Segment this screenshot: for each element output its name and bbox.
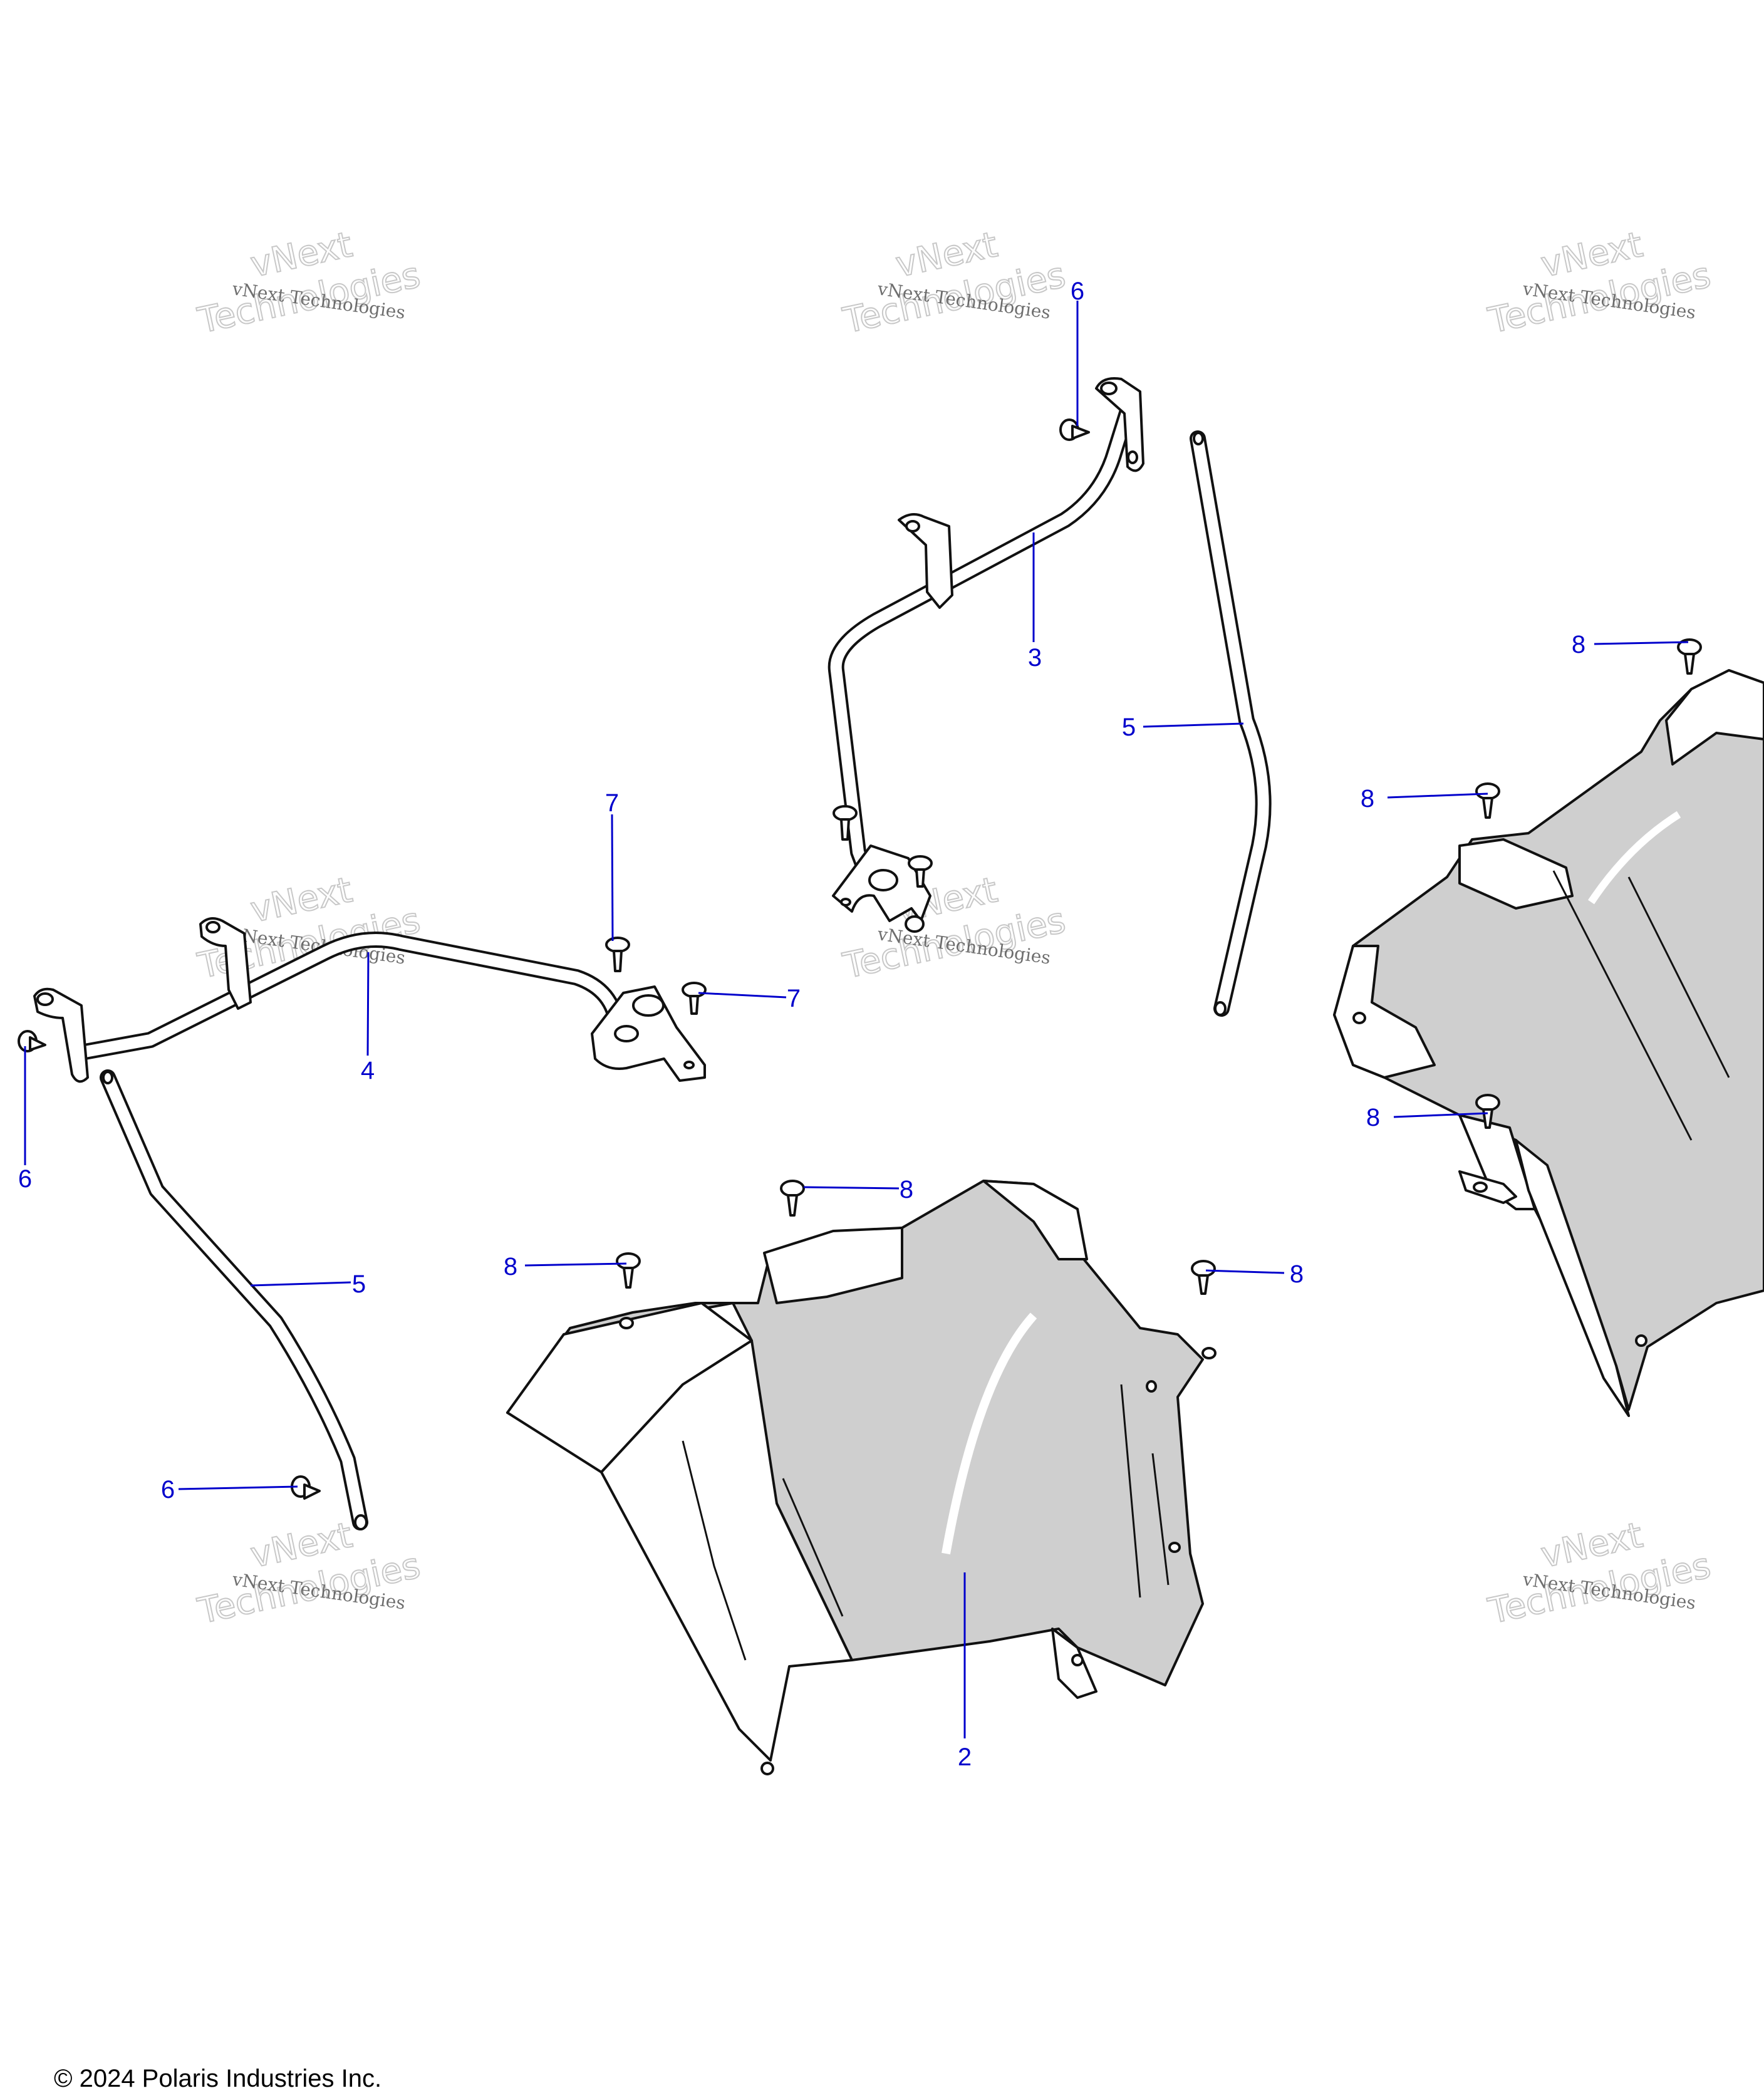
watermark-bottom-left: vNext Technologies vNext Technologies — [194, 1514, 424, 1633]
callout-8-top-right: 8 — [1572, 631, 1585, 658]
watermark-bottom-right: vNext Technologies vNext Technologies — [1484, 1514, 1715, 1633]
screw-8-b — [616, 1252, 641, 1289]
callout-5-upper: 5 — [1122, 714, 1136, 741]
callout-6-left: 6 — [18, 1165, 32, 1193]
part-2-center-panel — [506, 1180, 1217, 1775]
callout-8-center-right: 8 — [1290, 1260, 1304, 1288]
screw-7-c — [833, 805, 858, 841]
part-3-upper-bracket — [828, 377, 1144, 933]
callout-5-lower: 5 — [352, 1270, 366, 1298]
watermark-top-left: vNext Technologies vNext Technologies — [194, 224, 424, 342]
watermark-top-right: vNext Technologies vNext Technologies — [1484, 224, 1715, 342]
callout-6-bottom: 6 — [161, 1476, 175, 1504]
screw-8-a — [780, 1180, 805, 1217]
callout-8-right-upper: 8 — [1361, 785, 1374, 813]
callout-8-center-left: 8 — [504, 1253, 517, 1280]
clip-6-top — [1059, 418, 1090, 441]
fastener-group — [18, 418, 1702, 1500]
callout-8-right-lower: 8 — [1366, 1104, 1380, 1131]
callout-labels: 6 3 5 8 8 8 7 7 4 6 5 6 8 8 8 2 — [18, 278, 1585, 1771]
part-5-strut-upper — [1190, 430, 1272, 1017]
leader-lines — [24, 301, 1689, 1738]
screw-7-a — [605, 937, 630, 972]
screw-8-e — [1475, 782, 1500, 819]
callout-7-upper: 7 — [605, 789, 619, 817]
screw-7-d — [908, 855, 933, 888]
clip-6-bottom — [291, 1475, 321, 1500]
part-right-fender-panel — [1333, 669, 1764, 1417]
callout-7-right: 7 — [787, 985, 801, 1012]
screw-7-b — [682, 982, 707, 1015]
part-5-strut-lower — [100, 1069, 368, 1530]
part-4-lower-bracket — [33, 917, 706, 1083]
watermark-top-center: vNext Technologies vNext Technologies — [839, 224, 1069, 342]
screw-8-c — [1191, 1260, 1216, 1295]
clip-6-left — [18, 1030, 46, 1052]
copyright-notice: © 2024 Polaris Industries Inc. — [54, 2065, 382, 2092]
callout-8-center-top: 8 — [900, 1176, 913, 1203]
callout-2: 2 — [958, 1743, 972, 1771]
callout-6-top: 6 — [1071, 278, 1084, 305]
callout-4: 4 — [361, 1057, 375, 1084]
screw-8-d — [1677, 638, 1702, 675]
callout-3: 3 — [1028, 644, 1042, 672]
